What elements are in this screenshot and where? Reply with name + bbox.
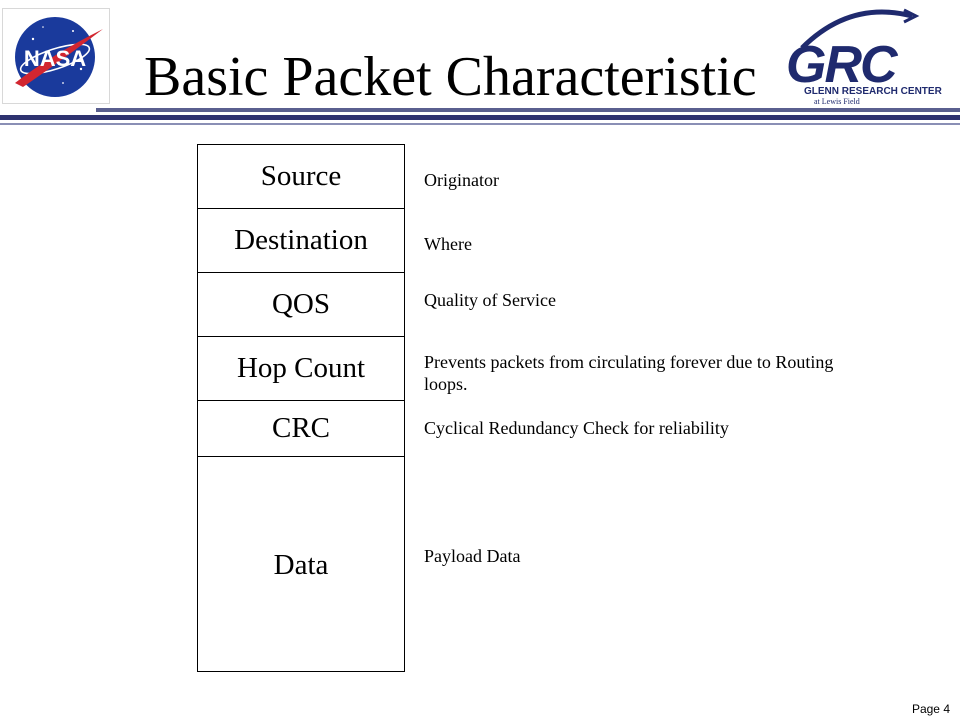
packet-diagram: Source Destination QOS Hop Count CRC Dat… bbox=[197, 144, 405, 672]
grc-logo-icon: GRC GLENN RESEARCH CENTER at Lewis Field bbox=[786, 8, 943, 106]
field-description-crc: Cyclical Redundancy Check for reliabilit… bbox=[424, 418, 729, 438]
nasa-logo-text: NASA bbox=[24, 46, 86, 71]
grc-logo: GRC GLENN RESEARCH CENTER at Lewis Field bbox=[778, 6, 958, 112]
header-rule-top bbox=[96, 108, 960, 112]
nasa-logo: NASA bbox=[2, 8, 110, 104]
packet-field-destination: Destination bbox=[198, 209, 404, 273]
page-number: Page 4 bbox=[911, 702, 950, 716]
grc-logo-subtitle2: at Lewis Field bbox=[814, 97, 860, 106]
nasa-meatball-logo-icon: NASA bbox=[15, 17, 103, 97]
field-description-hop-count: Prevents packets from circulating foreve… bbox=[424, 352, 834, 394]
packet-field-data: Data bbox=[273, 548, 329, 581]
header-rule-middle bbox=[0, 115, 960, 120]
packet-field-source: Source bbox=[198, 145, 404, 209]
field-description-source: Originator bbox=[424, 170, 499, 190]
packet-field-hop-count: Hop Count bbox=[198, 337, 404, 401]
field-description-qos: Quality of Service bbox=[424, 290, 556, 310]
field-description-data: Payload Data bbox=[424, 546, 521, 566]
header-rule-bottom bbox=[0, 123, 960, 125]
field-description-destination: Where bbox=[424, 234, 472, 254]
packet-field-qos: QOS bbox=[198, 273, 404, 337]
packet-field-crc: CRC bbox=[198, 401, 404, 457]
grc-logo-text: GRC bbox=[786, 36, 899, 94]
grc-logo-subtitle: GLENN RESEARCH CENTER bbox=[804, 86, 943, 97]
slide-title: Basic Packet Characteristic bbox=[144, 46, 757, 108]
